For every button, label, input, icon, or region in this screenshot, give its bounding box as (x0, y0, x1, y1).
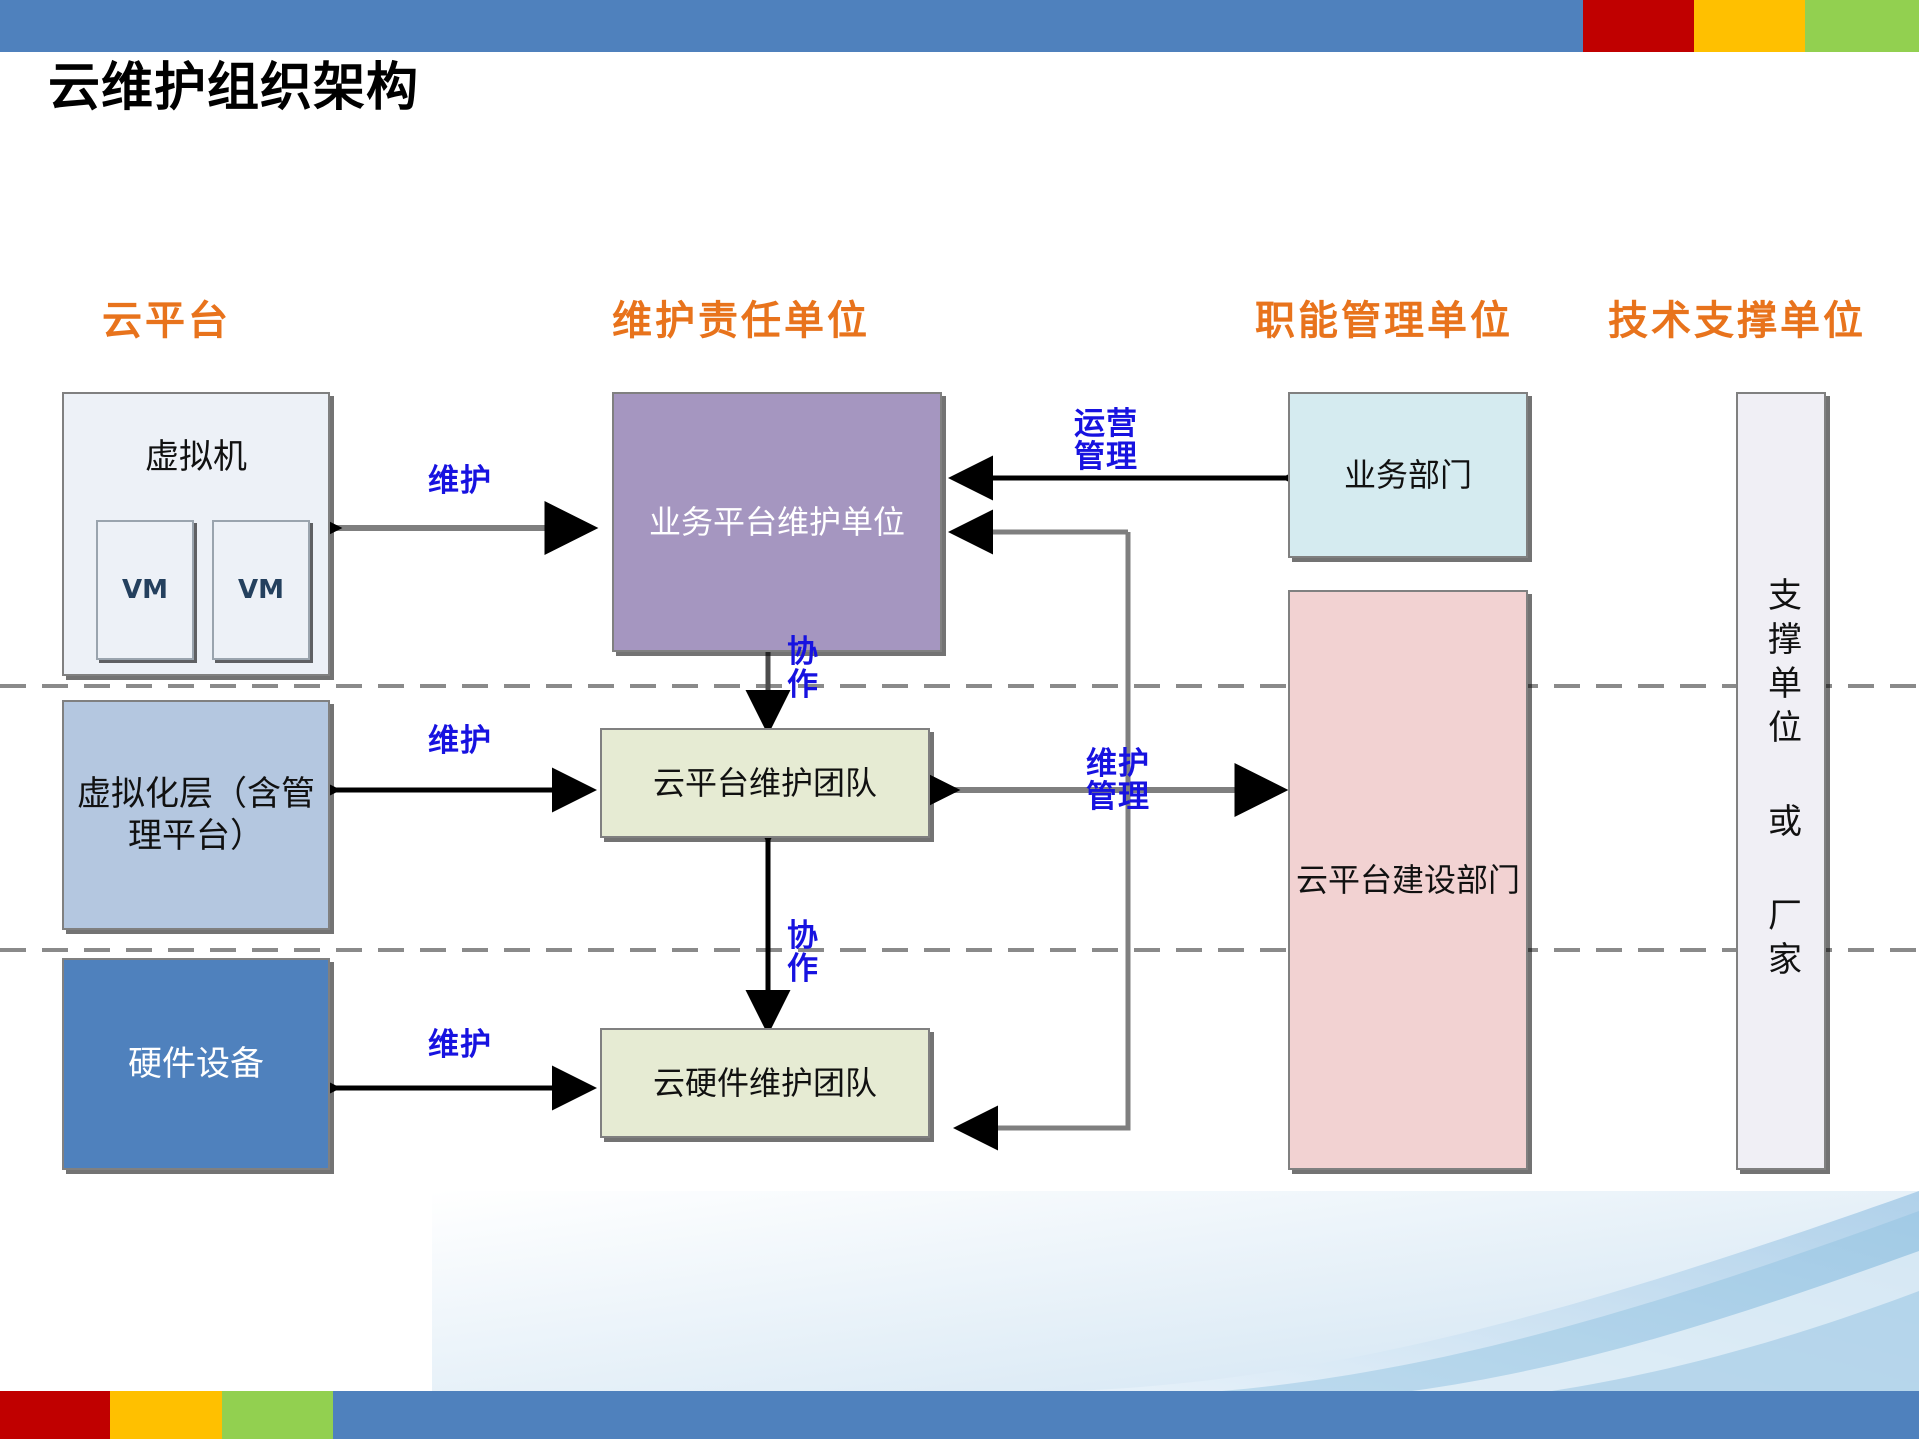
arrow-label-cooperation-bottom: 协作 (787, 918, 819, 987)
column-header-tech-support-unit: 技术支撑单位 (1608, 298, 1866, 344)
box-cloud-platform-maintenance-team[interactable]: 云平台维护团队 (600, 728, 930, 838)
column-header-cloud-platform: 云平台 (102, 298, 231, 344)
box-cloud-platform-construction-department[interactable]: 云平台建设部门 (1288, 590, 1528, 1170)
box-hardware-device[interactable]: 硬件设备 (62, 958, 330, 1170)
box-cloud-platform-maintenance-team-label: 云平台维护团队 (652, 764, 877, 802)
arrow-label-maintain-vm: 维护 (428, 463, 492, 499)
box-vm-b[interactable]: VM (212, 520, 310, 660)
arrow-label-maintain-virt: 维护 (428, 723, 492, 759)
box-support-unit-or-vendor-label: 支撑单位 或 厂家 (1761, 577, 1802, 985)
page-title: 云维护组织架构 (48, 58, 420, 118)
box-vm-host-label: 虚拟机 (145, 437, 247, 477)
top-bar-segment-yellow (1694, 0, 1805, 52)
box-vm-b-label: VM (238, 575, 284, 605)
background-swoosh-graphic (432, 1191, 1919, 1391)
bottom-bar-segment-red (0, 1391, 110, 1439)
arrow-label-maintain-hw: 维护 (428, 1027, 492, 1063)
box-cloud-hardware-maintenance-team-label: 云硬件维护团队 (652, 1064, 877, 1102)
top-bar-segment-red (1583, 0, 1694, 52)
box-support-unit-or-vendor[interactable]: 支撑单位 或 厂家 (1736, 392, 1826, 1170)
box-vm-a[interactable]: VM (96, 520, 194, 660)
arrow-label-operation-management: 运营管理 (1074, 406, 1138, 475)
top-color-bar (0, 0, 1919, 52)
column-header-functional-unit: 职能管理单位 (1255, 298, 1513, 344)
box-cloud-hardware-maintenance-team[interactable]: 云硬件维护团队 (600, 1028, 930, 1138)
arrow-label-maintenance-management: 维护管理 (1086, 746, 1150, 815)
box-virtualization-layer[interactable]: 虚拟化层（含管理平台） (62, 700, 330, 930)
arrow-label-cooperation-top: 协作 (787, 634, 819, 703)
box-hardware-device-label: 硬件设备 (128, 1043, 264, 1084)
box-virtualization-layer-label: 虚拟化层（含管理平台） (77, 773, 315, 857)
bottom-bar-segment-green (222, 1391, 333, 1439)
box-business-platform-maintenance-unit-label: 业务平台维护单位 (648, 503, 905, 541)
column-header-maintenance-unit: 维护责任单位 (612, 298, 870, 344)
box-business-department-label: 业务部门 (1343, 456, 1472, 494)
bottom-color-bar (0, 1391, 1919, 1439)
bottom-bar-segment-yellow (110, 1391, 222, 1439)
box-business-platform-maintenance-unit[interactable]: 业务平台维护单位 (612, 392, 942, 652)
box-cloud-platform-construction-department-label: 云平台建设部门 (1296, 861, 1521, 899)
box-business-department[interactable]: 业务部门 (1288, 392, 1528, 558)
top-bar-segment-green (1805, 0, 1919, 52)
box-vm-a-label: VM (122, 575, 168, 605)
bottom-bar-segment-blue (333, 1391, 1919, 1439)
top-bar-segment-blue (0, 0, 1583, 52)
